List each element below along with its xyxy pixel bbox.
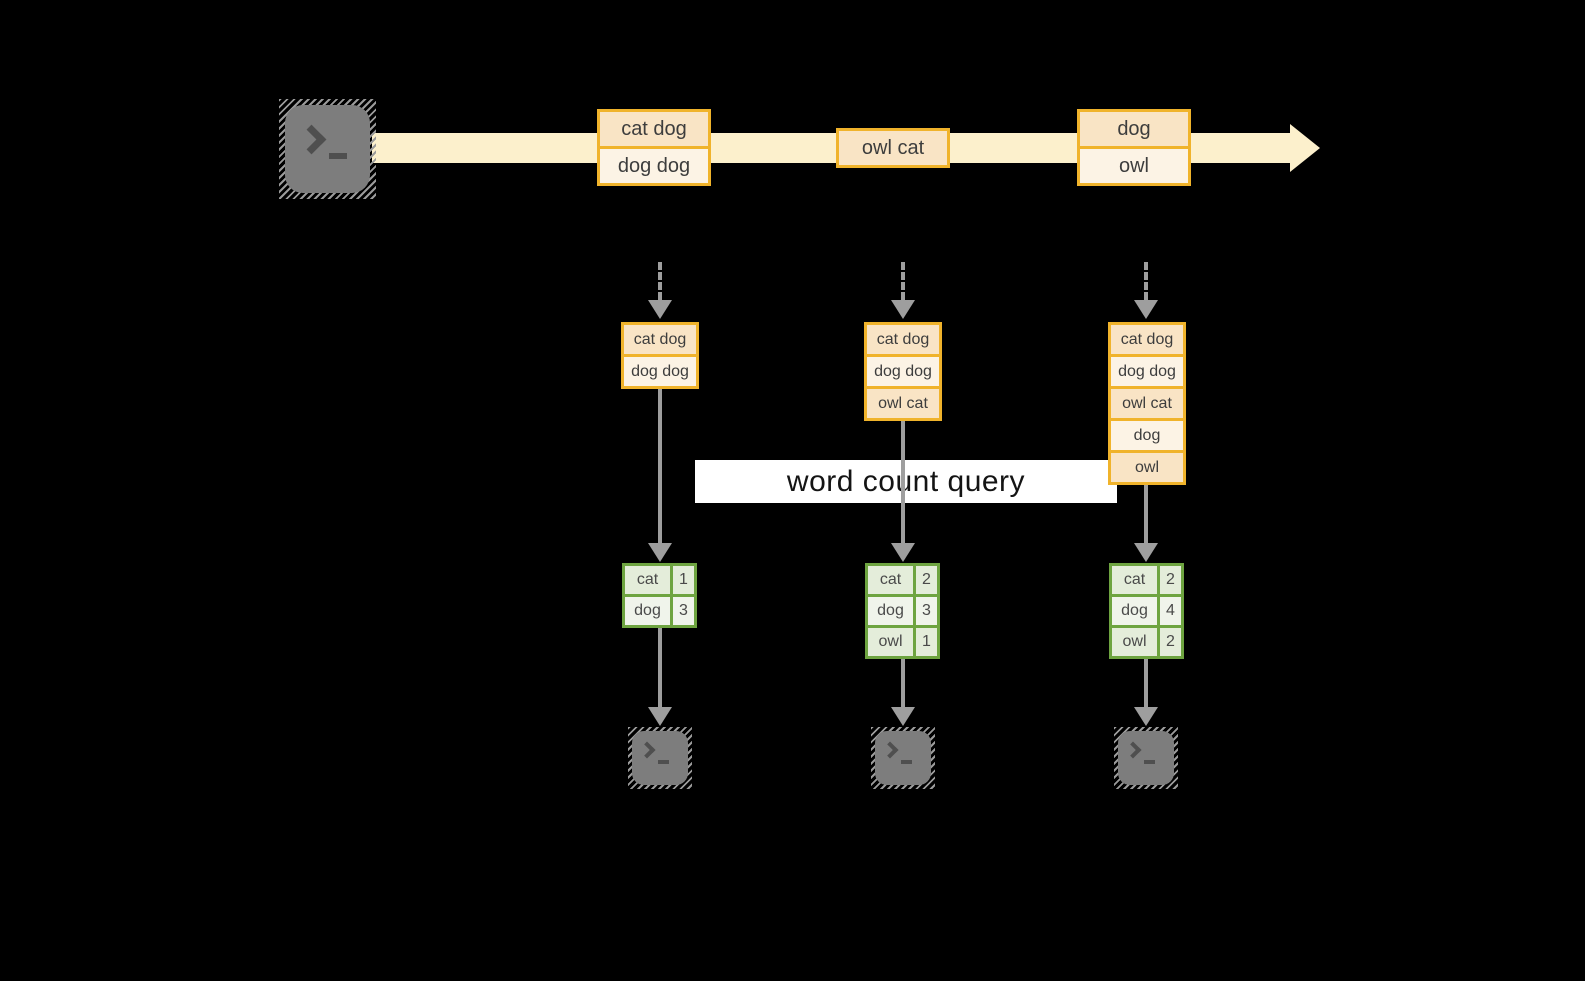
event-box-3: dog owl xyxy=(1077,109,1191,186)
flow-arrow-line xyxy=(901,421,905,543)
count-table-3: cat 2 dog 4 owl 2 xyxy=(1109,563,1184,659)
count-value-cell: 4 xyxy=(1160,597,1181,625)
event-line: owl xyxy=(1080,146,1188,183)
prompt-chevron-icon xyxy=(881,741,899,759)
count-word-cell: dog xyxy=(625,597,670,625)
arrow-down-icon xyxy=(891,543,915,562)
prompt-underscore-icon xyxy=(901,760,912,764)
terminal-screen xyxy=(632,731,688,785)
arrow-down-icon xyxy=(1134,543,1158,562)
prompt-chevron-icon xyxy=(1124,741,1142,759)
event-line: dog dog xyxy=(600,146,708,183)
sink-terminal-icon xyxy=(628,727,692,789)
count-value-cell: 2 xyxy=(1160,628,1181,656)
buffer-cell: owl xyxy=(1111,450,1183,482)
buffer-cell: dog dog xyxy=(1111,354,1183,386)
prompt-underscore-icon xyxy=(1144,760,1155,764)
flow-arrow-line xyxy=(1144,659,1148,707)
source-terminal-icon xyxy=(279,99,376,199)
count-table-1: cat 1 dog 3 xyxy=(622,563,697,628)
count-value-cell: 3 xyxy=(673,597,694,625)
event-line: dog xyxy=(1080,112,1188,146)
count-table-2: cat 2 dog 3 owl 1 xyxy=(865,563,940,659)
terminal-screen xyxy=(285,105,370,193)
flow-arrow-line xyxy=(658,628,662,707)
sink-terminal-icon xyxy=(1114,727,1178,789)
count-value-cell: 1 xyxy=(916,628,937,656)
event-box-2: owl cat xyxy=(836,128,950,168)
count-word-cell: owl xyxy=(868,628,913,656)
buffer-cell: dog dog xyxy=(867,354,939,386)
buffer-box-3: cat dog dog dog owl cat dog owl xyxy=(1108,322,1186,485)
flow-arrow-line xyxy=(1144,485,1148,543)
prompt-underscore-icon xyxy=(329,153,347,159)
prompt-chevron-icon xyxy=(296,124,327,155)
event-line: owl cat xyxy=(839,131,947,165)
event-box-1: cat dog dog dog xyxy=(597,109,711,186)
buffer-box-2: cat dog dog dog owl cat xyxy=(864,322,942,421)
count-word-cell: dog xyxy=(1112,597,1157,625)
count-word-cell: cat xyxy=(1112,566,1157,594)
event-line: cat dog xyxy=(600,112,708,146)
query-label: word count query xyxy=(786,464,1026,498)
arrow-down-icon xyxy=(648,300,672,319)
count-word-cell: dog xyxy=(868,597,913,625)
count-value-cell: 3 xyxy=(916,597,937,625)
sink-terminal-icon xyxy=(871,727,935,789)
buffer-cell: owl cat xyxy=(1111,386,1183,418)
buffer-box-1: cat dog dog dog xyxy=(621,322,699,389)
prompt-underscore-icon xyxy=(658,760,669,764)
buffer-cell: cat dog xyxy=(867,325,939,354)
arrow-down-icon xyxy=(1134,300,1158,319)
buffer-cell: cat dog xyxy=(624,325,696,354)
count-word-cell: cat xyxy=(868,566,913,594)
buffer-cell: dog xyxy=(1111,418,1183,450)
ingest-arrow-line xyxy=(1144,262,1148,300)
count-word-cell: cat xyxy=(625,566,670,594)
buffer-cell: dog dog xyxy=(624,354,696,386)
arrow-down-icon xyxy=(891,300,915,319)
ingest-arrow-line xyxy=(658,262,662,300)
buffer-cell: cat dog xyxy=(1111,325,1183,354)
count-value-cell: 2 xyxy=(1160,566,1181,594)
count-value-cell: 2 xyxy=(916,566,937,594)
buffer-cell: owl cat xyxy=(867,386,939,418)
query-label-box: word count query xyxy=(695,460,1117,503)
ingest-arrow-line xyxy=(901,262,905,300)
arrow-down-icon xyxy=(648,707,672,726)
arrow-down-icon xyxy=(648,543,672,562)
count-value-cell: 1 xyxy=(673,566,694,594)
flow-arrow-line xyxy=(658,389,662,543)
count-word-cell: owl xyxy=(1112,628,1157,656)
stream-arrowhead-icon xyxy=(1290,124,1320,172)
arrow-down-icon xyxy=(891,707,915,726)
arrow-down-icon xyxy=(1134,707,1158,726)
terminal-screen xyxy=(1118,731,1174,785)
terminal-screen xyxy=(875,731,931,785)
flow-arrow-line xyxy=(901,659,905,707)
prompt-chevron-icon xyxy=(638,741,656,759)
